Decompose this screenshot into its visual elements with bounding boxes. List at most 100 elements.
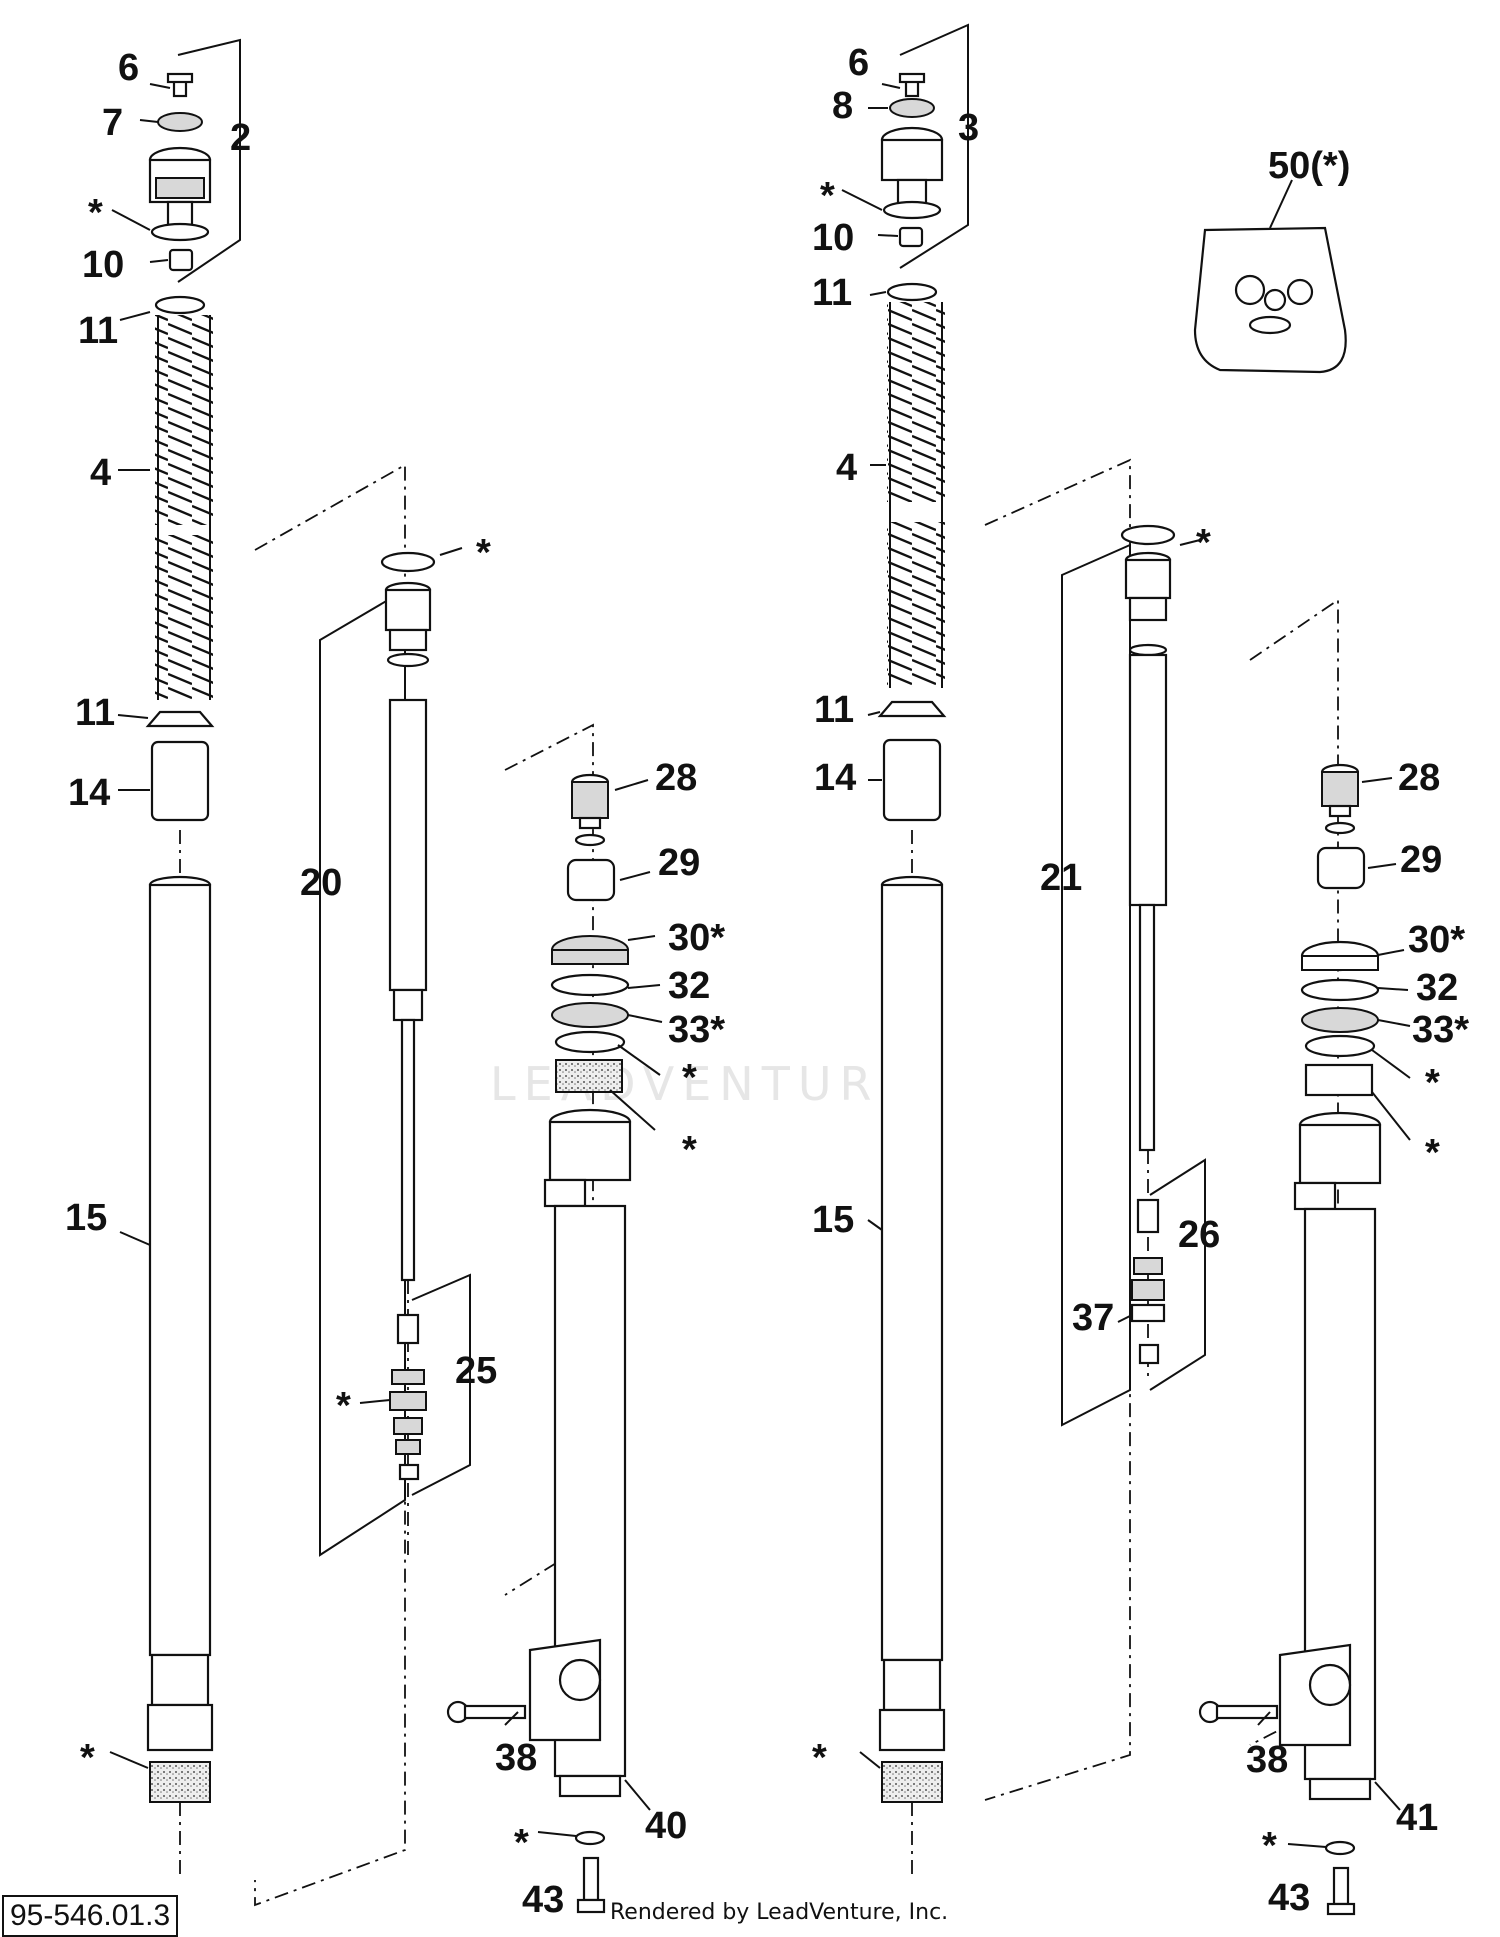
part-29-bushing: [566, 858, 616, 902]
bushing-ring-right: [1304, 1034, 1376, 1058]
callout-8: 8: [832, 85, 853, 127]
left-callouts: 6 7 2 * 10 11 4 11 14 15 * 20 * 25 * 28 …: [65, 47, 725, 1921]
callout-6: 6: [118, 47, 139, 89]
bushing-ring: [554, 1030, 626, 1054]
callout-11-lower-right: 11: [814, 689, 854, 731]
part-28-valve: [570, 773, 610, 830]
o-ring-small-right: [1324, 821, 1356, 835]
callout-star-washer: *: [514, 1822, 529, 1864]
callout-star-b2: *: [682, 1129, 697, 1171]
callout-star-b1-right: *: [1425, 1062, 1440, 1104]
callout-3: 3: [958, 107, 979, 149]
callout-41: 41: [1396, 1797, 1438, 1839]
callout-4-right: 4: [836, 447, 857, 489]
callout-star-seal: *: [80, 1737, 95, 1779]
callout-11: 11: [78, 310, 118, 352]
part-6-screw: [166, 72, 194, 98]
callout-15: 15: [65, 1197, 107, 1239]
part-6-screw-right: [898, 72, 926, 98]
damping-rod: [386, 652, 430, 1282]
part-43-drain-bolt-right: [1326, 1866, 1356, 1916]
fork-spring-lower-right: [887, 522, 945, 687]
callout-30-right: 30*: [1408, 919, 1465, 961]
part-14-spacer-right: [882, 738, 942, 822]
callout-30: 30*: [668, 917, 725, 959]
dust-seal: [149, 1761, 211, 1803]
callout-21: 21: [1040, 857, 1082, 899]
part-28-valve-right: [1320, 763, 1360, 818]
callout-38-right: 38: [1246, 1739, 1288, 1781]
diagram-reference-number: 95-546.01.3: [2, 1895, 179, 1937]
o-ring: [150, 222, 210, 242]
sealing-washer: [574, 1830, 606, 1846]
o-ring-small: [574, 833, 606, 847]
callout-11-lower: 11: [75, 692, 115, 734]
callout-10-right: 10: [812, 217, 854, 259]
callout-star: *: [88, 192, 103, 234]
part-10-nut-right: [898, 226, 924, 248]
callout-star-valve: *: [336, 1385, 351, 1427]
callout-40: 40: [645, 1805, 687, 1847]
callout-32: 32: [668, 965, 710, 1007]
part-7-adjuster: [157, 112, 203, 132]
callout-15-right: 15: [812, 1199, 854, 1241]
callout-10: 10: [82, 244, 124, 286]
callout-33-right: 33*: [1412, 1009, 1469, 1051]
callout-14: 14: [68, 772, 110, 814]
part-11-seat: [154, 295, 206, 315]
fork-cap-right: [880, 126, 944, 212]
dust-seal-right: [881, 1761, 943, 1803]
part-11-lower-seat: [145, 710, 215, 728]
snap-ring: [380, 551, 436, 573]
seal-bush: [555, 1059, 623, 1093]
callout-star-right: *: [820, 175, 835, 217]
callout-7: 7: [102, 102, 123, 144]
part-33-washer-right: [1301, 1007, 1379, 1033]
part-38-axle-bolt-right: [1198, 1700, 1279, 1724]
callout-38: 38: [495, 1737, 537, 1779]
callout-14-right: 14: [814, 757, 856, 799]
right-fork-assembly: [841, 23, 1411, 1916]
callout-43: 43: [522, 1879, 564, 1921]
part-43-drain-bolt: [576, 1856, 606, 1914]
fork-spring-lower: [155, 535, 213, 700]
callout-star-washer-right: *: [1262, 1825, 1277, 1867]
watermark: LEADVENTURE: [490, 1057, 917, 1111]
render-credit: Rendered by LeadVenture, Inc.: [610, 1900, 949, 1925]
part-8-adjuster: [889, 98, 935, 118]
damping-rod-right: [1128, 643, 1168, 1152]
fork-spring-upper: [155, 315, 213, 525]
fork-spring-upper-right: [887, 302, 945, 502]
part-40-fork-slider: [528, 1108, 632, 1798]
seal-bush-right: [1304, 1063, 1374, 1097]
part-11-seat-right: [886, 282, 938, 302]
snap-ring-right: [1120, 524, 1176, 546]
callout-29: 29: [658, 842, 700, 884]
callout-2: 2: [230, 117, 251, 159]
part-15-fork-tube: [146, 875, 214, 1752]
callout-star-b1: *: [682, 1057, 697, 1099]
part-10-nut: [168, 248, 194, 272]
callout-28: 28: [655, 757, 697, 799]
callout-29-right: 29: [1400, 839, 1442, 881]
callout-33: 33*: [668, 1009, 725, 1051]
callout-43-right: 43: [1268, 1877, 1310, 1919]
part-26-valve: [1130, 1198, 1166, 1365]
callout-20: 20: [300, 862, 342, 904]
part-14-spacer: [150, 740, 210, 822]
callout-star-seal-right: *: [812, 1737, 827, 1779]
callout-star-ring: *: [476, 532, 491, 574]
callout-25: 25: [455, 1350, 497, 1392]
callout-37: 37: [1072, 1297, 1114, 1339]
part-30-seal: [551, 935, 629, 965]
part-33-washer: [551, 1002, 629, 1028]
sealing-washer-right: [1324, 1840, 1356, 1856]
o-ring-right: [882, 200, 942, 220]
callout-6-right: 6: [848, 42, 869, 84]
part-15-fork-tube-right: [878, 875, 946, 1752]
part-32-clip: [550, 973, 630, 997]
part-32-clip-right: [1300, 978, 1380, 1002]
callout-star-ring-right: *: [1196, 522, 1211, 564]
part-25-valve: [389, 1313, 427, 1481]
